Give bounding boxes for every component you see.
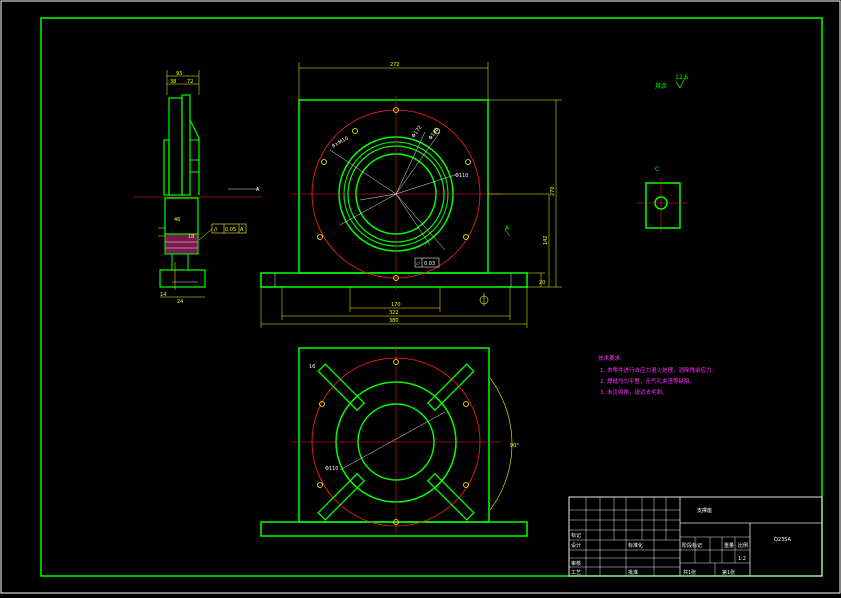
section-mark-label: A <box>256 187 260 193</box>
front-base <box>260 272 528 288</box>
title-block: 支撑座 Q235A 标记 设计 审核 工艺 标准化 批准 阶段标记 重量 比例 … <box>568 496 823 577</box>
top-base <box>260 521 528 537</box>
top-view: Φ110 16 90° <box>260 345 528 537</box>
tb-approve: 批准 <box>628 569 638 576</box>
dim-side-right: 72 <box>187 79 193 85</box>
dim-front-width: 272 <box>390 62 400 68</box>
tb-stage-marks: 阶段标记 <box>682 542 702 549</box>
tb-row-process: 工艺 <box>571 570 581 576</box>
tech-req-3: 3. 未注倒角，锐边去毛刺。 <box>600 388 668 396</box>
side-view: A 93 38 72 24 14 46 18 <box>134 70 262 305</box>
roughness-value: 12.5 <box>675 74 689 81</box>
roughness-label: 其余 <box>655 82 667 90</box>
dim-base-left: 14 <box>160 292 166 298</box>
technical-requirements: 技术要求: 1. 本零件进行去应力退火处理，消除残余应力。 2. 焊缝均匀平整，… <box>598 354 717 396</box>
tech-req-1: 1. 本零件进行去应力退火处理，消除残余应力。 <box>600 366 717 374</box>
tech-req-title: 技术要求: <box>598 354 622 362</box>
dim-front-height: 270 <box>550 186 556 196</box>
detail-view: C <box>637 166 688 232</box>
top-note-dia: Φ110 <box>325 466 338 472</box>
bolt-holes <box>317 107 471 281</box>
note-dia-3: Φ110 <box>455 173 468 179</box>
tb-scale: 比例 <box>738 542 748 549</box>
tb-row-design: 设计 <box>571 542 581 549</box>
tolerance-datum: A <box>240 227 244 233</box>
dim-center-height: 142 <box>543 235 549 245</box>
tb-scale-value: 1:2 <box>738 556 746 562</box>
dim-hole-spacing: 170 <box>391 302 401 308</box>
tb-sheets-total: 共1张 <box>683 569 696 576</box>
front-view: 272 <box>260 62 562 328</box>
tolerance-frame <box>211 223 247 234</box>
part-name: 支撑座 <box>697 507 712 514</box>
top-note-rib: 16 <box>309 364 315 370</box>
flatness-value: 0.03 <box>424 261 435 267</box>
tb-row-marks: 标记 <box>571 532 581 539</box>
top-angle: 90° <box>510 443 519 449</box>
tolerance-value: 0.05 <box>225 227 236 233</box>
dim-section-height: 46 <box>174 217 180 223</box>
section-mark-front: A <box>505 225 510 232</box>
tolerance-symbol: // <box>214 227 218 233</box>
roughness-note: 其余 12.5 <box>655 74 689 90</box>
dim-base-width: 24 <box>177 299 183 305</box>
detail-label: C <box>655 166 659 173</box>
material: Q235A <box>774 537 791 543</box>
flatness-symbol: ▱ <box>416 261 420 267</box>
detail-block <box>645 182 681 229</box>
tb-standardization: 标准化 <box>628 542 643 549</box>
tech-req-2: 2. 焊缝均匀平整，无气孔夹渣等缺陷。 <box>600 377 695 385</box>
dim-side-width: 93 <box>176 71 182 77</box>
tb-sheet-number: 第1张 <box>722 569 735 576</box>
dim-bolt-spacing: 322 <box>389 310 399 316</box>
drawing-frame <box>40 17 823 577</box>
tb-weight: 重量 <box>724 542 734 549</box>
flatness-frame <box>414 257 440 268</box>
tb-row-review: 审核 <box>571 560 581 567</box>
dim-base-thickness: 20 <box>539 280 545 286</box>
dim-base-length: 380 <box>389 318 399 324</box>
dim-section-depth: 18 <box>188 234 194 240</box>
dim-side-left: 38 <box>170 79 176 85</box>
